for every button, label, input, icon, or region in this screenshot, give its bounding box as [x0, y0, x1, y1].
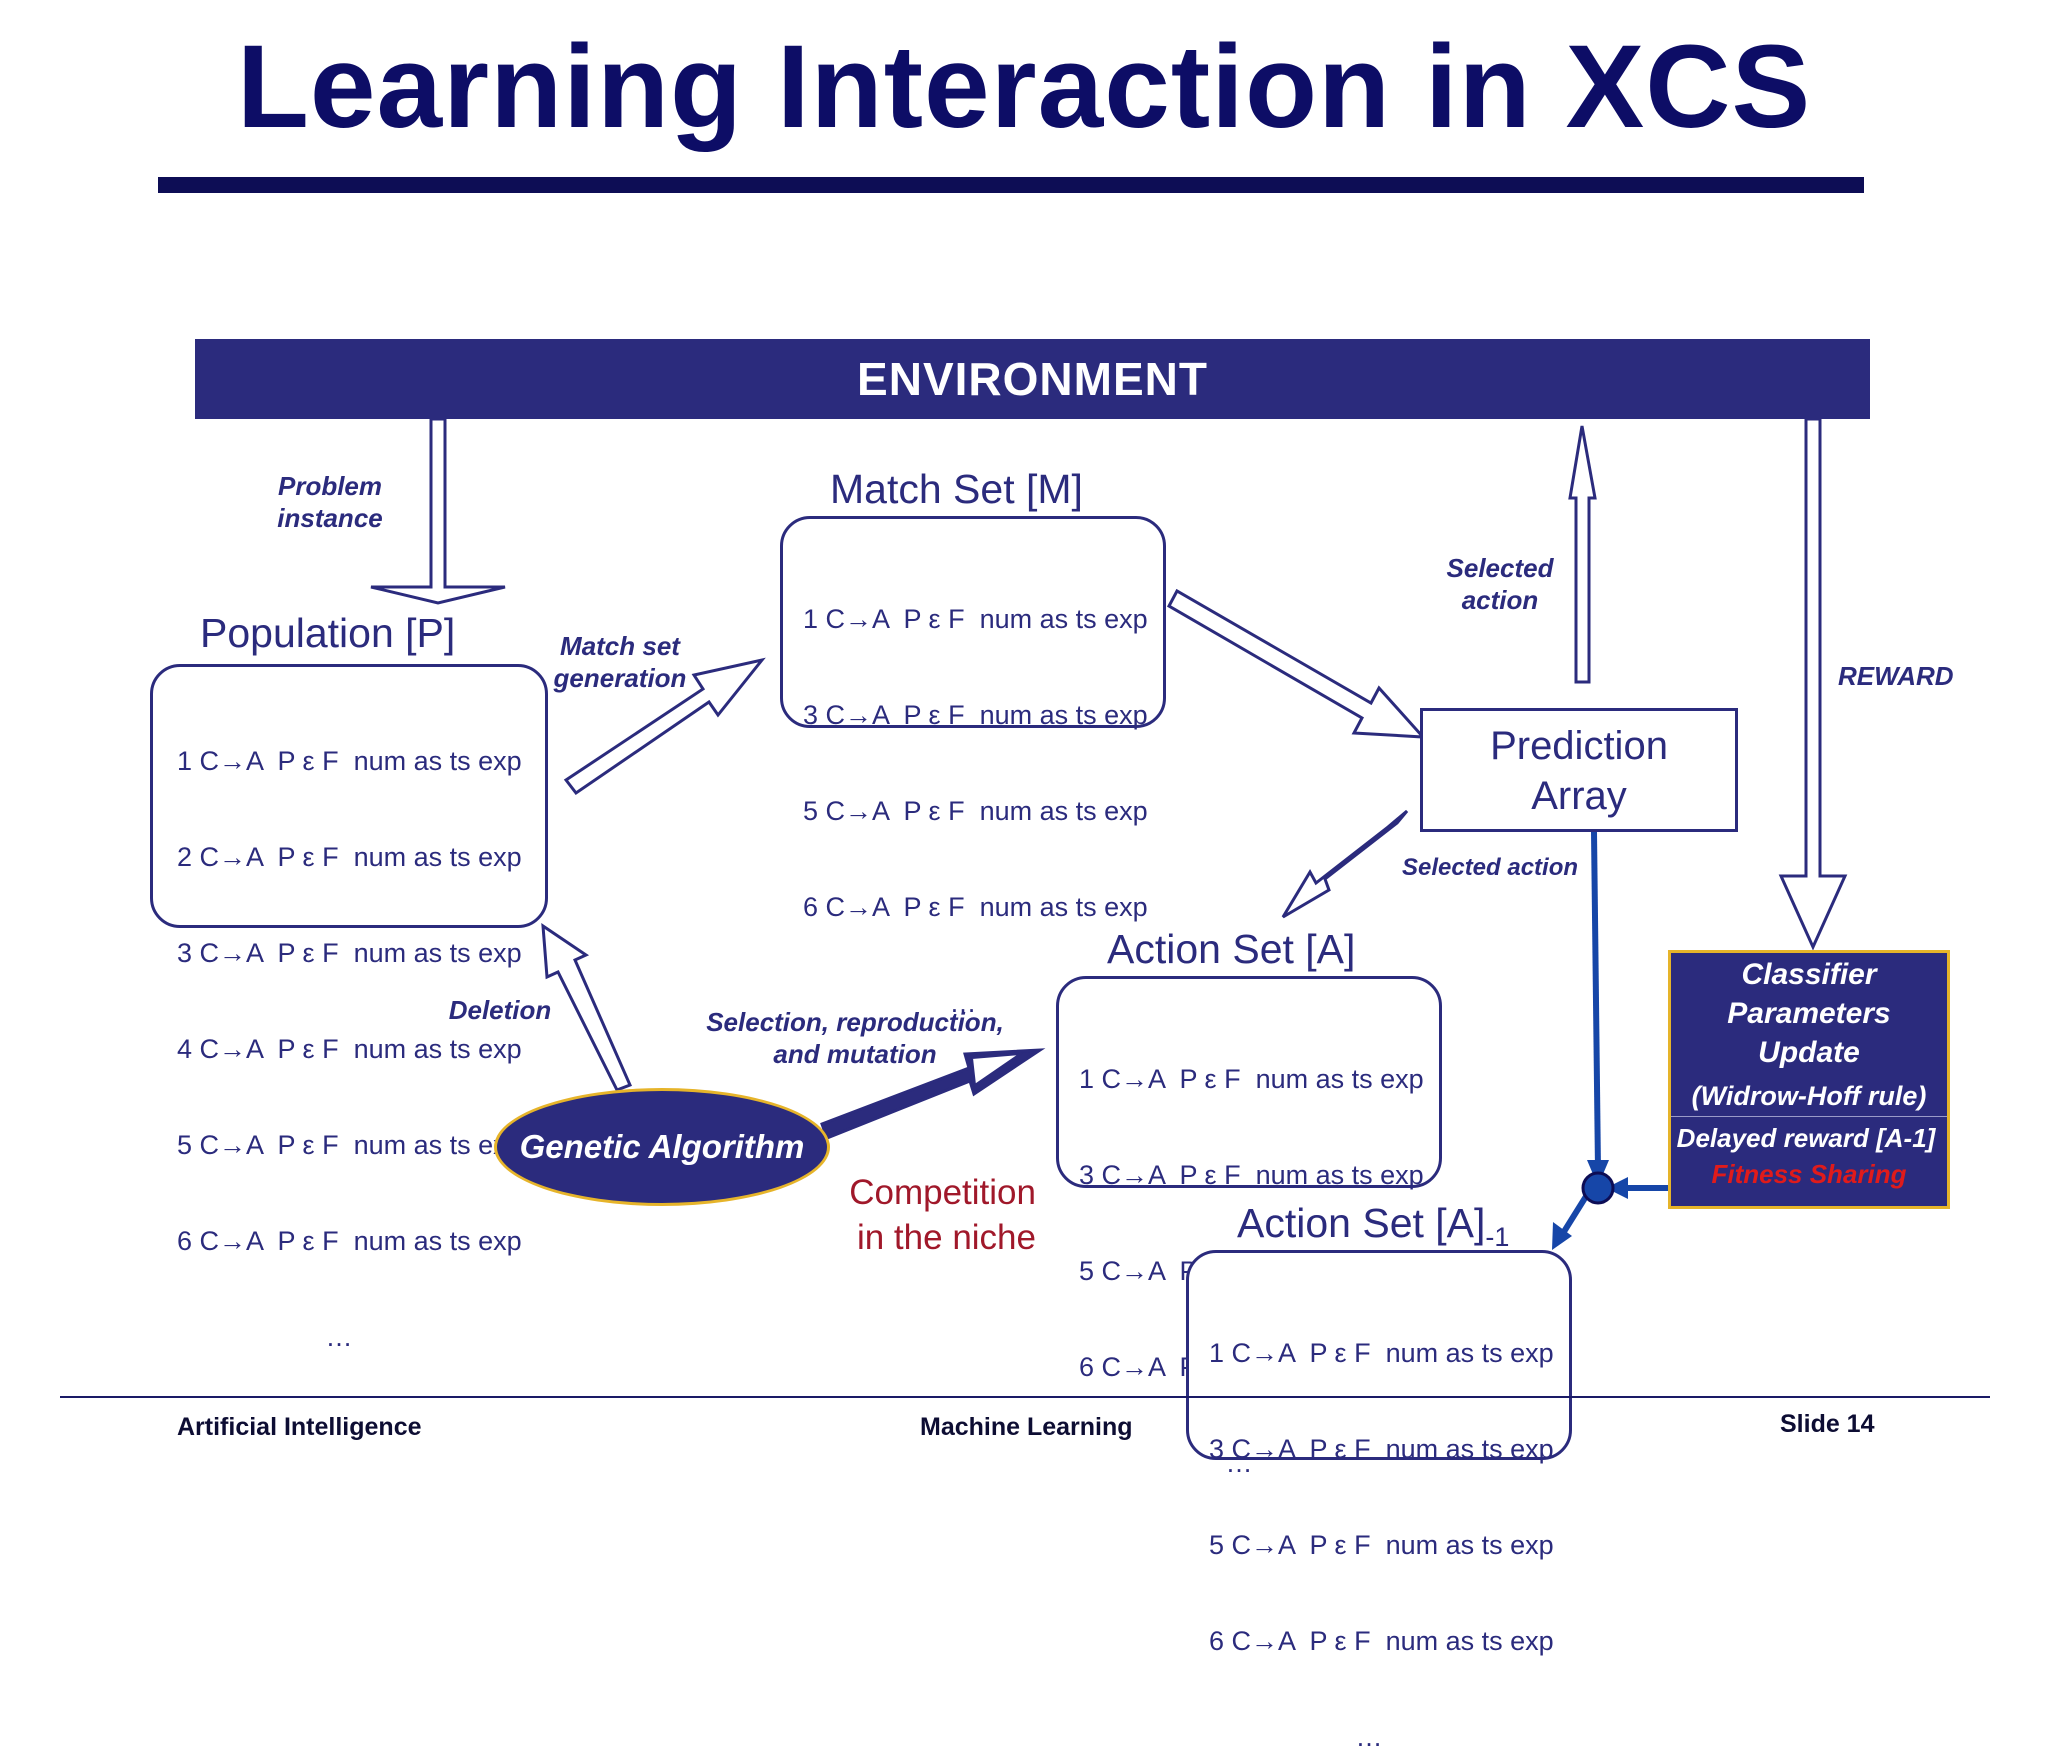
- junction-dot: [1581, 1171, 1615, 1205]
- reward-label: REWARD: [1838, 661, 1954, 691]
- action-set-box: 1 C→A P ε F num as ts exp 3 C→A P ε F nu…: [1056, 976, 1442, 1478]
- footer-slide-number: Slide 14: [1780, 1410, 1875, 1438]
- footer-left: Artificial Intelligence: [177, 1413, 422, 1441]
- prev-action-set-row: 1 C→A P ε F num as ts exp: [1209, 1338, 1554, 1368]
- action-set-row: 1 C→A P ε F num as ts exp: [1079, 1064, 1424, 1094]
- population-row: 3 C→A P ε F num as ts exp: [177, 938, 522, 968]
- action-set-row: 3 C→A P ε F num as ts exp: [1079, 1160, 1424, 1190]
- match-set-row: 6 C→A P ε F num as ts exp: [803, 892, 1148, 922]
- prev-action-set-heading: Action Set [A]-1: [1237, 1200, 1510, 1253]
- deletion-label: Deletion: [448, 995, 552, 1025]
- footer-rule: [60, 1396, 1990, 1398]
- selection-reproduction-label: Selection, reproduction,and mutation: [706, 1007, 1004, 1069]
- population-heading: Population [P]: [200, 610, 456, 656]
- arrows-layer: [370, 417, 1848, 1250]
- genetic-algorithm-node: Genetic Algorithm: [494, 1088, 830, 1206]
- prev-action-set-subscript: -1: [1485, 1222, 1510, 1253]
- population-box: 1 C→A P ε F num as ts exp 2 C→A P ε F nu…: [150, 664, 548, 1352]
- match-set-row: 1 C→A P ε F num as ts exp: [803, 604, 1148, 634]
- match-set-ellipsis: …: [949, 988, 977, 1018]
- selected-action-label: Selected action: [1401, 854, 1579, 881]
- population-rows: 1 C→A P ε F num as ts exp 2 C→A P ε F nu…: [153, 667, 545, 1321]
- selected-action-up-arrow: [1568, 425, 1597, 684]
- match-set-row: 5 C→A P ε F num as ts exp: [803, 796, 1148, 826]
- match-generation-arrow: [563, 657, 766, 796]
- prediction-down-line: [1591, 831, 1601, 1171]
- environment-bar: ENVIRONMENT: [195, 339, 1870, 419]
- prev-action-set-row: 5 C→A P ε F num as ts exp: [1209, 1530, 1554, 1560]
- classifier-update-box: Classifier Parameters Update (Widrow-Hof…: [1668, 950, 1950, 1209]
- match-set-heading: Match Set [M]: [830, 466, 1083, 512]
- population-row: 6 C→A P ε F num as ts exp: [177, 1226, 522, 1256]
- footer-center: Machine Learning: [920, 1413, 1133, 1441]
- slide-title: Learning Interaction in XCS: [236, 21, 1812, 153]
- fitness-sharing: Fitness Sharing: [1711, 1159, 1907, 1189]
- population-row: 4 C→A P ε F num as ts exp: [177, 1034, 522, 1064]
- delayed-reward: Delayed reward [A-1]: [1676, 1123, 1936, 1153]
- classifier-update-title: Classifier Parameters Update: [1727, 958, 1891, 1069]
- classifier-update-divider: [1671, 1116, 1947, 1117]
- prev-action-set-row: 6 C→A P ε F num as ts exp: [1209, 1626, 1554, 1656]
- problem-instance-arrow: [370, 417, 506, 605]
- deletion-arrow: [541, 923, 633, 1092]
- action-set-heading: Action Set [A]: [1107, 926, 1356, 972]
- prev-action-set-rows: 1 C→A P ε F num as ts exp 3 C→A P ε F nu…: [1189, 1253, 1569, 1721]
- widrow-hoff-rule: (Widrow-Hoff rule): [1691, 1081, 1927, 1111]
- prev-action-set-ellipsis: …: [1355, 1722, 1383, 1752]
- title-rule: [158, 177, 1864, 193]
- prediction-to-action-arrow: [1281, 809, 1409, 919]
- population-row: 1 C→A P ε F num as ts exp: [177, 746, 522, 776]
- population-row: 2 C→A P ε F num as ts exp: [177, 842, 522, 872]
- prediction-array-box: Prediction Array: [1420, 708, 1738, 832]
- prev-action-set-box: 1 C→A P ε F num as ts exp 3 C→A P ε F nu…: [1186, 1250, 1572, 1752]
- prev-action-set-row: 3 C→A P ε F num as ts exp: [1209, 1434, 1554, 1464]
- prediction-array-line: Prediction: [1490, 724, 1668, 768]
- match-set-rows: 1 C→A P ε F num as ts exp 3 C→A P ε F nu…: [783, 519, 1163, 987]
- population-row: 5 C→A P ε F num as ts exp: [177, 1130, 522, 1160]
- prediction-array-line: Array: [1531, 774, 1627, 818]
- match-to-prediction-arrow: [1166, 588, 1427, 739]
- population-ellipsis: …: [325, 1322, 353, 1352]
- reward-arrow: [1778, 417, 1848, 951]
- match-set-box: 1 C→A P ε F num as ts exp 3 C→A P ε F nu…: [780, 516, 1166, 1018]
- match-set-row: 3 C→A P ε F num as ts exp: [803, 700, 1148, 730]
